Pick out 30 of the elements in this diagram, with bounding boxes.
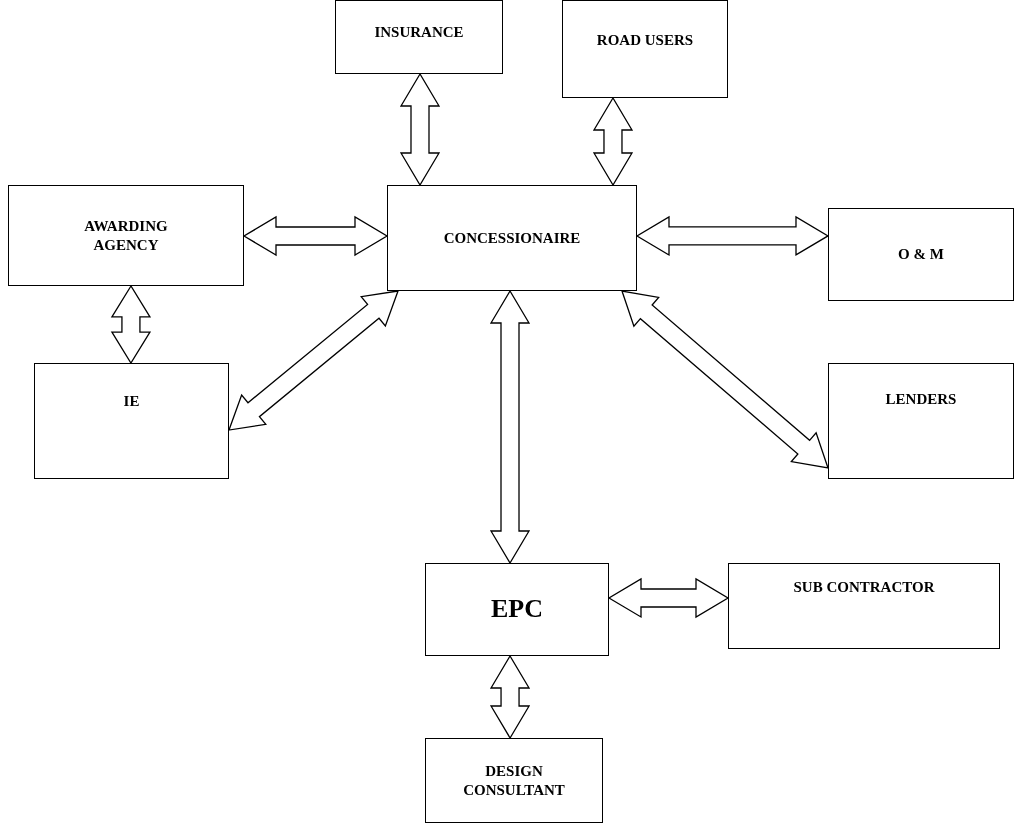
entity-label: O & M — [898, 245, 944, 264]
entity-label: IE — [123, 392, 140, 411]
entity-label: EPC — [491, 593, 543, 626]
entity-box — [425, 738, 603, 823]
entity-box — [828, 363, 1014, 479]
double-arrow — [621, 290, 829, 469]
double-arrow — [228, 290, 399, 431]
double-arrow — [399, 72, 441, 187]
entity-label: CONCESSIONAIRE — [443, 228, 581, 248]
entity-box — [335, 0, 503, 74]
entity-label: DESIGN CONSULTANT — [462, 761, 566, 800]
double-arrow — [489, 289, 531, 565]
double-arrow — [110, 284, 152, 365]
entity-box — [425, 563, 609, 656]
double-arrow — [242, 215, 389, 257]
double-arrow — [635, 215, 830, 257]
entity-box — [8, 185, 244, 286]
entity-label: AWARDING AGENCY — [83, 216, 169, 255]
entity-label: INSURANCE — [374, 23, 464, 42]
entity-label: ROAD USERS — [596, 31, 694, 50]
entity-box — [828, 208, 1014, 301]
entity-box — [387, 185, 637, 291]
entity-box — [728, 563, 1000, 649]
double-arrow — [592, 96, 634, 187]
double-arrow — [607, 577, 730, 619]
double-arrow — [489, 654, 531, 740]
entity-label: SUB CONTRACTOR — [793, 578, 935, 597]
entity-label: LENDERS — [885, 390, 957, 409]
entity-box — [562, 0, 728, 98]
entity-box — [34, 363, 229, 479]
